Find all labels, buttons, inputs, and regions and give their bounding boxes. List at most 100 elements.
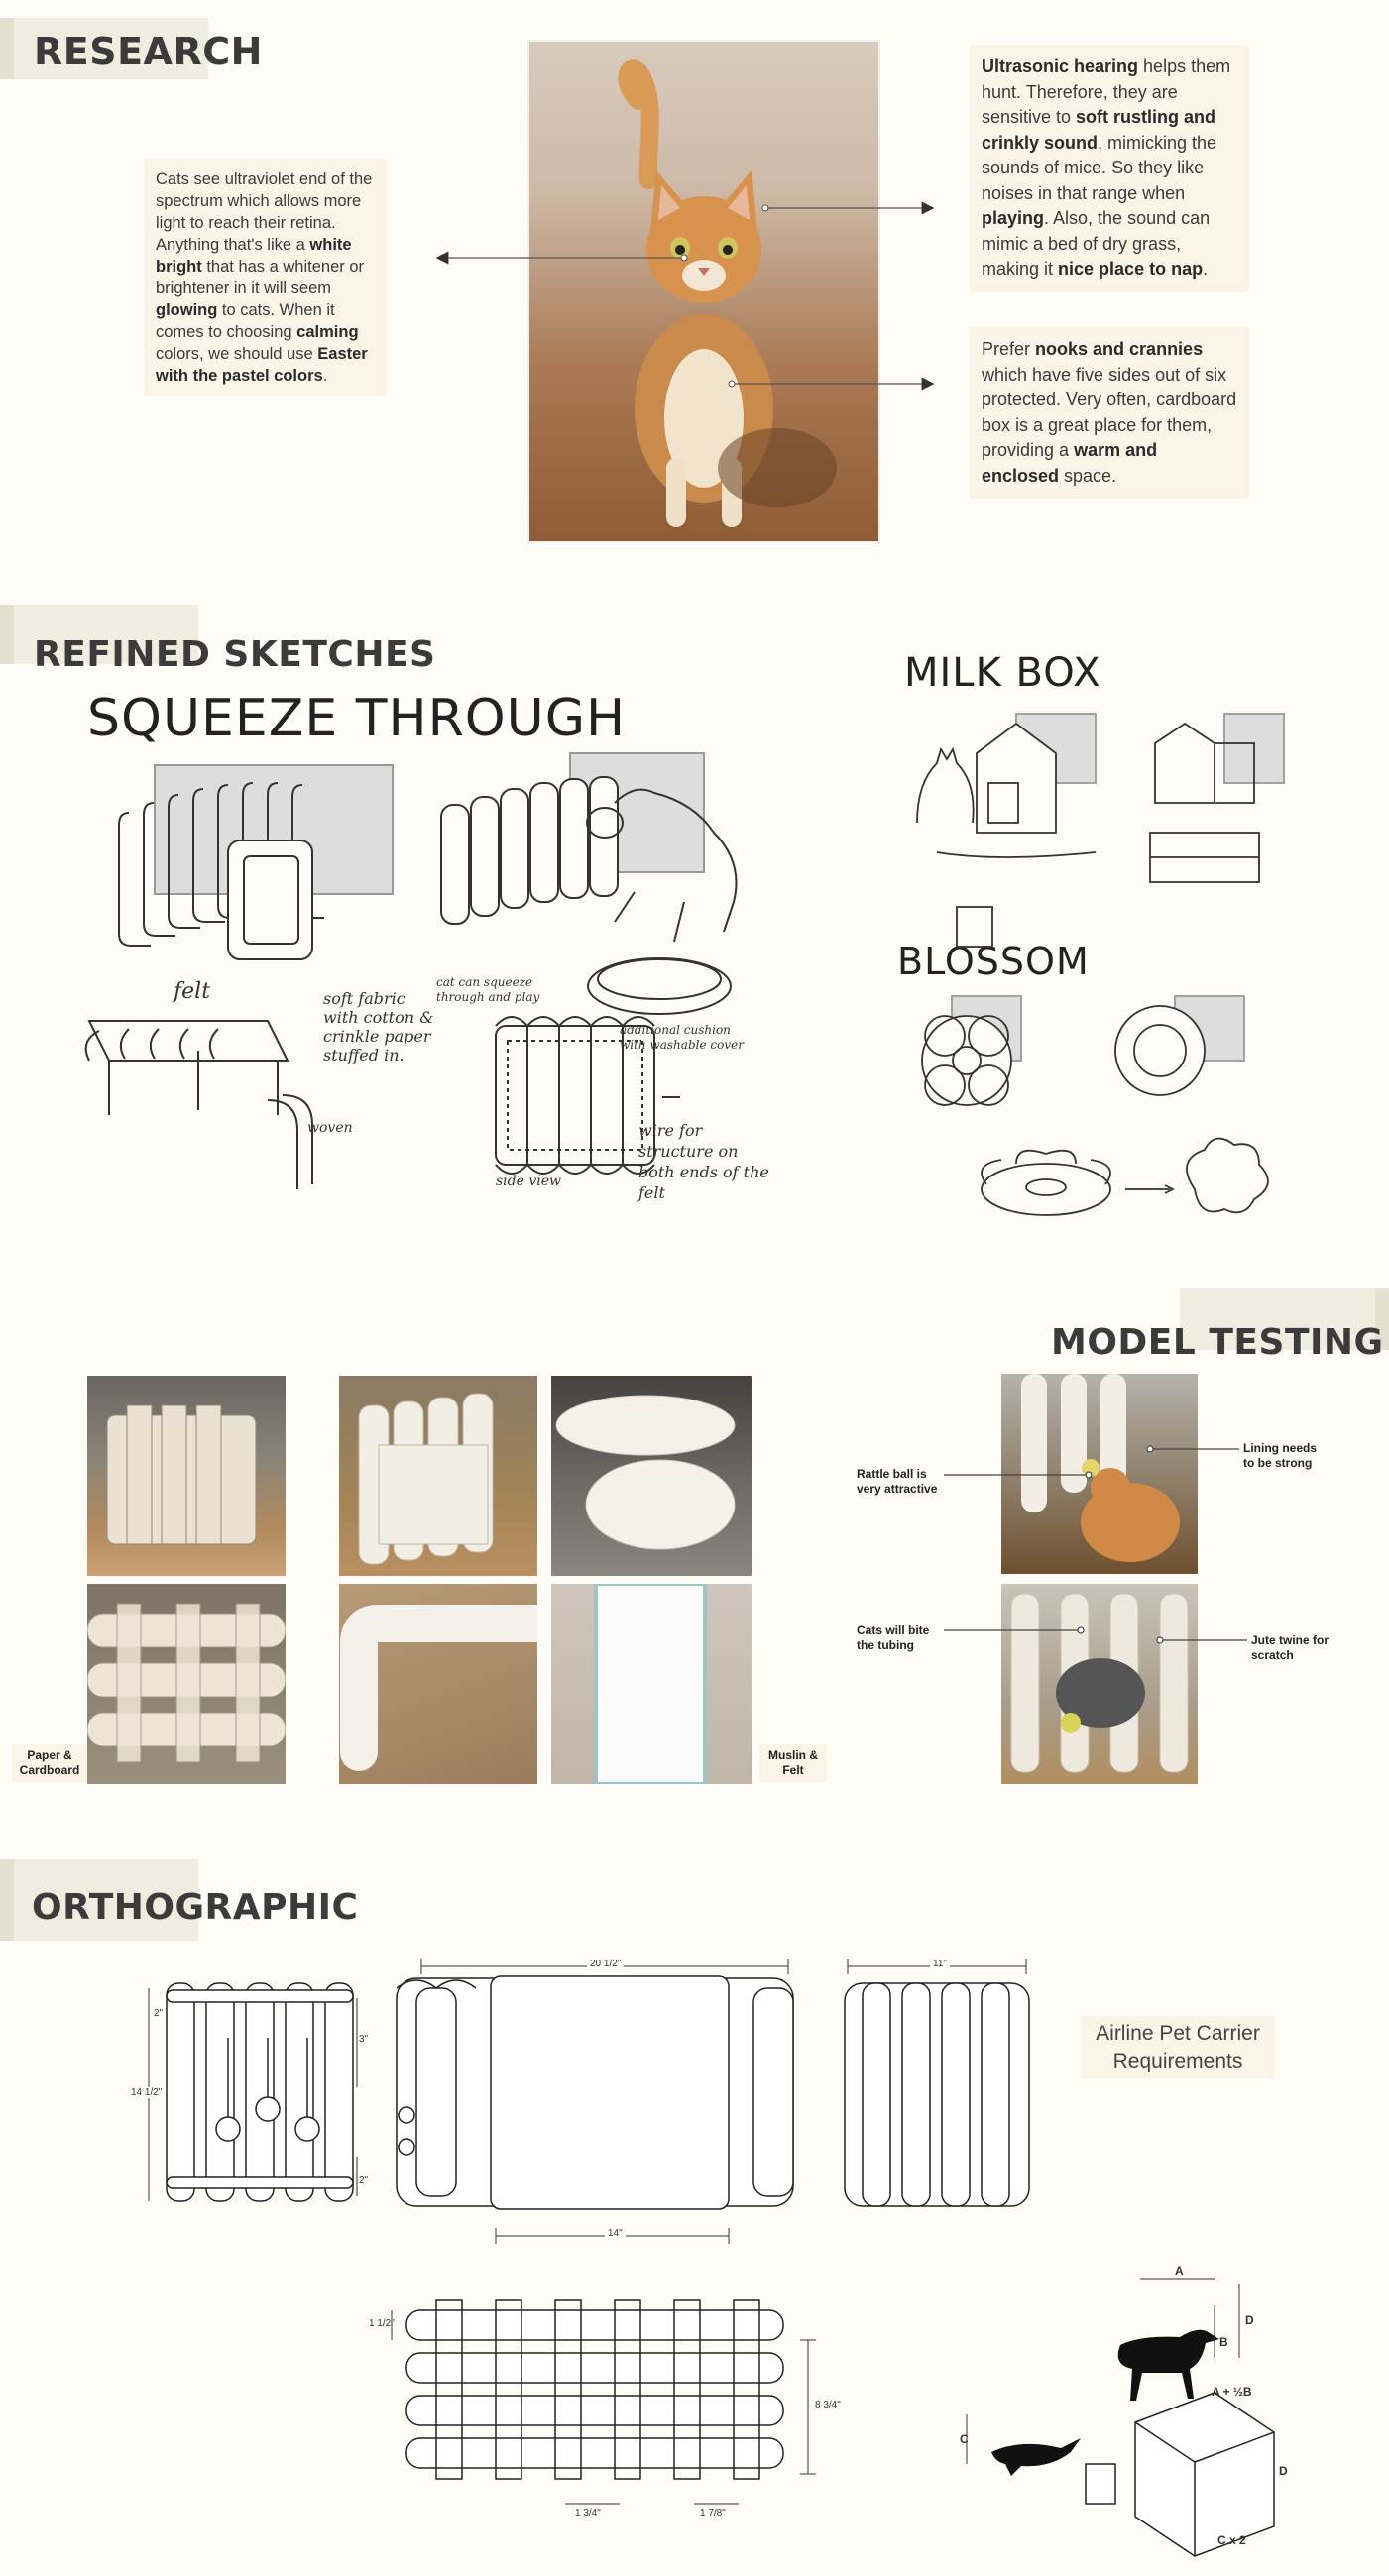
dim-height-total: 14 1/2" <box>131 2087 163 2098</box>
felt-roll-shape <box>594 1584 707 1784</box>
squeeze-title: SQUEEZE THROUGH <box>87 689 627 748</box>
airline-letter-c-x2: C x 2 <box>1217 2533 1246 2547</box>
dim-3: 3" <box>359 2034 369 2045</box>
vision-bold-4: Easter with the pastel colors <box>156 345 368 385</box>
sketches-section: REFINED SKETCHES SQUEEZE THROUGH MILK BO… <box>0 595 1389 1249</box>
testing-cat-2-shape <box>1010 1593 1189 1773</box>
dim-2b: 2" <box>359 2175 369 2185</box>
dim-1-3-4: 1 3/4" <box>575 2508 601 2519</box>
airline-requirements-title: Airline Pet Carrier Requirements <box>1081 2016 1275 2079</box>
research-tab-marker <box>0 18 208 79</box>
ortho-tab-marker <box>0 1859 198 1941</box>
nooks-bold-2: warm and enclosed <box>982 440 1158 486</box>
end-elevation <box>844 1982 1030 2207</box>
model-photo-paper-1 <box>87 1376 286 1576</box>
sketches-tab-marker <box>0 605 198 664</box>
model-tab-edge <box>1375 1288 1389 1350</box>
vision-text-5: . <box>322 367 328 385</box>
sketch-note-woven: woven <box>307 1120 353 1136</box>
airline-letter-d: D <box>1245 2313 1254 2327</box>
dim-14: 14" <box>605 2228 626 2239</box>
ortho-section: ORTHOGRAPHIC <box>0 1859 1389 2576</box>
research-tab-edge <box>0 18 14 79</box>
vision-text-3: to cats. When it comes to choosing <box>156 301 335 341</box>
note-rattle-ball: Rattle ball is very attractive <box>857 1467 938 1496</box>
research-note-hearing: Ultrasonic hearing helps them hunt. Ther… <box>970 45 1249 292</box>
dim-2a: 2" <box>154 2008 164 2019</box>
hearing-bold-4: nice place to nap <box>1058 259 1204 279</box>
sketches-tab-edge <box>0 605 14 664</box>
cat-illustration <box>618 59 837 527</box>
sketch-note-felt: felt <box>174 979 211 1004</box>
airline-crate <box>1085 2392 1275 2557</box>
milkbox-title: MILK BOX <box>904 650 1101 696</box>
sketch-note-soft-fabric: soft fabric with cotton & crinkle paper … <box>323 989 434 1064</box>
testing-photo-2 <box>1001 1584 1198 1784</box>
plan-view <box>405 2299 784 2480</box>
vision-bold-2: glowing <box>156 301 218 319</box>
milkbox-blossom-drawings <box>916 713 1285 1216</box>
model-photo-muslin-1 <box>339 1376 537 1576</box>
vision-bold-3: calming <box>296 323 359 341</box>
sketch-note-side-view: side view <box>496 1174 562 1189</box>
testing-cat-1-shape <box>1021 1374 1180 1562</box>
sketch-note-squeeze: cat can squeeze through and play <box>436 975 540 1004</box>
hearing-text-2: , mimicking the sounds of mice. So they … <box>982 132 1217 203</box>
muslin-model-shape <box>358 1393 494 1565</box>
hearing-bold-1: Ultrasonic hearing <box>982 56 1139 76</box>
ortho-title: ORTHOGRAPHIC <box>32 1887 359 1928</box>
testing-connector-lines <box>944 1445 1247 1644</box>
dim-1-1-2: 1 1/2" <box>369 2318 395 2329</box>
dim-width-front: 20 1/2" <box>587 1959 625 1969</box>
model-photo-felt <box>551 1584 752 1784</box>
model-photo-muslin-2 <box>339 1584 537 1784</box>
dim-1-7-8: 1 7/8" <box>700 2508 726 2519</box>
nooks-bold-1: nooks and crannies <box>1035 339 1204 359</box>
research-note-nooks: Prefer nooks and crannies which have fiv… <box>970 327 1249 499</box>
tag-paper-cardboard: Paper & Cardboard <box>12 1744 87 1782</box>
cushion-shape <box>555 1395 736 1550</box>
woven-model-shape <box>87 1603 286 1763</box>
sketch-note-cushion: additional cushion with washable cover <box>620 1023 744 1052</box>
research-cat-photo <box>527 40 880 543</box>
hearing-bold-3: playing <box>982 208 1045 228</box>
hearing-text-4: . <box>1203 259 1209 279</box>
model-section: MODEL TESTING Paper & Cardboard Muslin &… <box>0 1279 1389 1844</box>
model-tab-marker <box>1180 1288 1389 1350</box>
research-connector-lines <box>435 201 935 391</box>
research-title: RESEARCH <box>34 30 263 73</box>
airline-letter-b: B <box>1219 2335 1228 2349</box>
note-bite-tubing: Cats will bite the tubing <box>857 1624 930 1652</box>
nooks-text-2: which have five sides out of six protect… <box>982 364 1237 461</box>
tube-model-shape <box>340 1605 537 1771</box>
airline-letter-a: A <box>1175 2264 1184 2278</box>
sketch-note-structure: wire for structure on both ends of the f… <box>638 1121 769 1202</box>
testing-photo-1 <box>1001 1374 1198 1574</box>
hearing-bold-2: soft rustling and crinkly sound <box>982 107 1216 153</box>
research-note-vision: Cats see ultraviolet end of the spectrum… <box>144 159 387 396</box>
vision-text-2: that has a whitener or brightener in it … <box>156 258 365 297</box>
side-elevation <box>396 1975 794 2210</box>
paper-model-shape <box>106 1404 257 1545</box>
vision-text-4: colors, we should use <box>156 345 318 363</box>
vision-text-1: Cats see ultraviolet end of the spectrum… <box>156 170 373 254</box>
nooks-text-1: Prefer <box>982 339 1036 359</box>
sketches-title: REFINED SKETCHES <box>34 634 436 675</box>
front-view <box>166 1982 354 2202</box>
squeeze-sketch-drawings <box>84 752 738 1189</box>
model-photo-cushion <box>551 1376 752 1576</box>
airline-letter-d-crate: D <box>1279 2464 1288 2478</box>
hearing-text-1: helps them hunt. Therefore, they are sen… <box>982 56 1231 127</box>
model-title: MODEL TESTING <box>1051 1322 1384 1363</box>
airline-letter-c: C <box>960 2432 969 2446</box>
model-photo-paper-2 <box>87 1584 286 1784</box>
tag-muslin-felt: Muslin & Felt <box>759 1744 827 1782</box>
vision-bold-1: white bright <box>156 236 352 276</box>
nooks-text-3: space. <box>1059 465 1117 486</box>
ortho-drawings <box>148 1959 1275 2557</box>
airline-letter-a-half-b: A + ½B <box>1212 2385 1252 2399</box>
note-jute-twine: Jute twine for scratch <box>1251 1633 1330 1662</box>
airline-dog-drawings <box>991 2329 1219 2476</box>
hearing-text-3: . Also, the sound can mimic a bed of dry… <box>982 208 1211 279</box>
research-section: RESEARCH Cats see ultraviolet end of the… <box>0 0 1389 585</box>
